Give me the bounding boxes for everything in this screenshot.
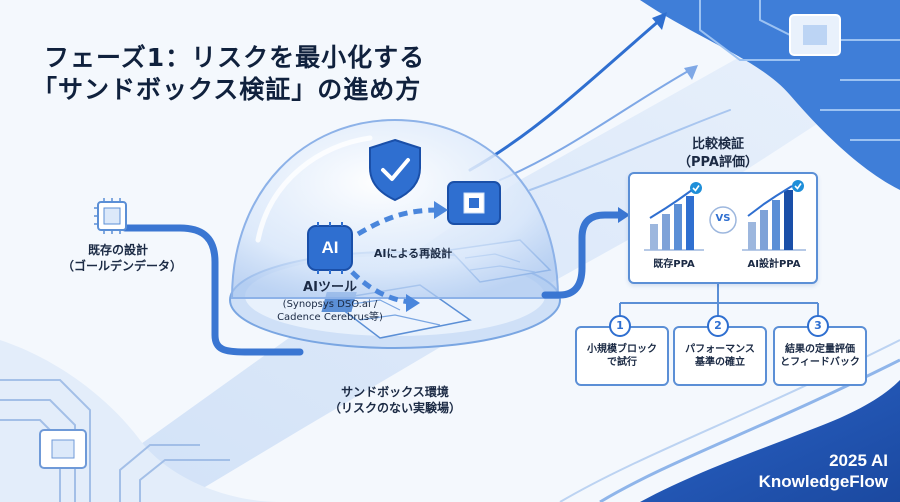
compare-connector: [541, 211, 626, 299]
compare-charts: [644, 180, 806, 251]
top-right-chip-icon: [789, 14, 841, 56]
compare-title-line2: （PPA評価）: [678, 154, 758, 170]
sandbox-env-line2: （リスクのない実験場）: [328, 401, 461, 416]
step3-line2: とフィードバック: [780, 357, 860, 368]
brand-line1: 2025 AI: [829, 450, 888, 470]
source-label-line2: （ゴールデンデータ）: [62, 259, 183, 274]
bottom-left-chip-icon: [39, 429, 87, 469]
legacy-ppa-chart-icon: [644, 182, 704, 251]
ai-tool-sublabel: (Synopsys DSO.ai / Cadence Cerebrus等): [268, 298, 392, 324]
page-title-line1: フェーズ1：リスクを最小化する: [44, 43, 426, 72]
redesign-arrow-upper: [356, 207, 441, 237]
step2-line1: パフォーマンス: [685, 343, 755, 355]
compare-card: VS 既存PPA AI設計PPA: [628, 172, 818, 284]
step1-line1: 小規模ブロック: [587, 343, 657, 355]
step-number-1: 1: [609, 315, 631, 337]
redesign-label: AIによる再設計: [373, 247, 453, 260]
ai-chip-icon: [307, 222, 353, 274]
ai-chip-text: AI: [321, 238, 339, 257]
redesign-arrow-lower: [350, 270, 411, 305]
sandbox-env-line1: サンドボックス環境: [341, 385, 449, 399]
step2-line2: 基準の確立: [695, 357, 745, 368]
legacy-ppa-label: 既存PPA: [653, 259, 695, 270]
source-chip-icon: [94, 198, 127, 234]
ai-tool-sub1: (Synopsys DSO.ai /: [282, 299, 378, 310]
shield-check-icon: [369, 138, 421, 202]
source-label: 既存の設計 （ゴールデンデータ）: [62, 242, 183, 274]
ai-design-card-icon: [447, 181, 501, 225]
compare-title: 比較検証 （PPA評価）: [668, 136, 768, 171]
source-connector: [121, 224, 304, 356]
step-number-3: 3: [807, 315, 829, 337]
vs-text: VS: [715, 213, 731, 224]
vs-badge: [709, 206, 737, 234]
bottom-right-corner: [640, 380, 900, 502]
step1-line2: で試行: [607, 357, 637, 368]
brand-line2: KnowledgeFlow: [758, 471, 888, 491]
ai-ppa-label: AI設計PPA: [747, 259, 801, 270]
source-label-line1: 既存の設計: [87, 243, 148, 257]
step3-line1: 結果の定量評価: [785, 343, 855, 355]
sandbox-env-label: サンドボックス環境 （リスクのない実験場）: [320, 384, 470, 416]
ai-ppa-chart-icon: [742, 180, 806, 251]
ai-tool-label: AIツール: [303, 280, 357, 295]
page-title-line2: 「サンドボックス検証」の進め方: [32, 75, 422, 104]
compare-title-line1: 比較検証: [691, 137, 744, 152]
step-number-2: 2: [707, 315, 729, 337]
brand-watermark: 2025 AI KnowledgeFlow: [759, 450, 888, 493]
step-box-2: パフォーマンス基準の確立: [673, 326, 767, 386]
ai-tool-sub2: Cadence Cerebrus等): [277, 312, 383, 323]
